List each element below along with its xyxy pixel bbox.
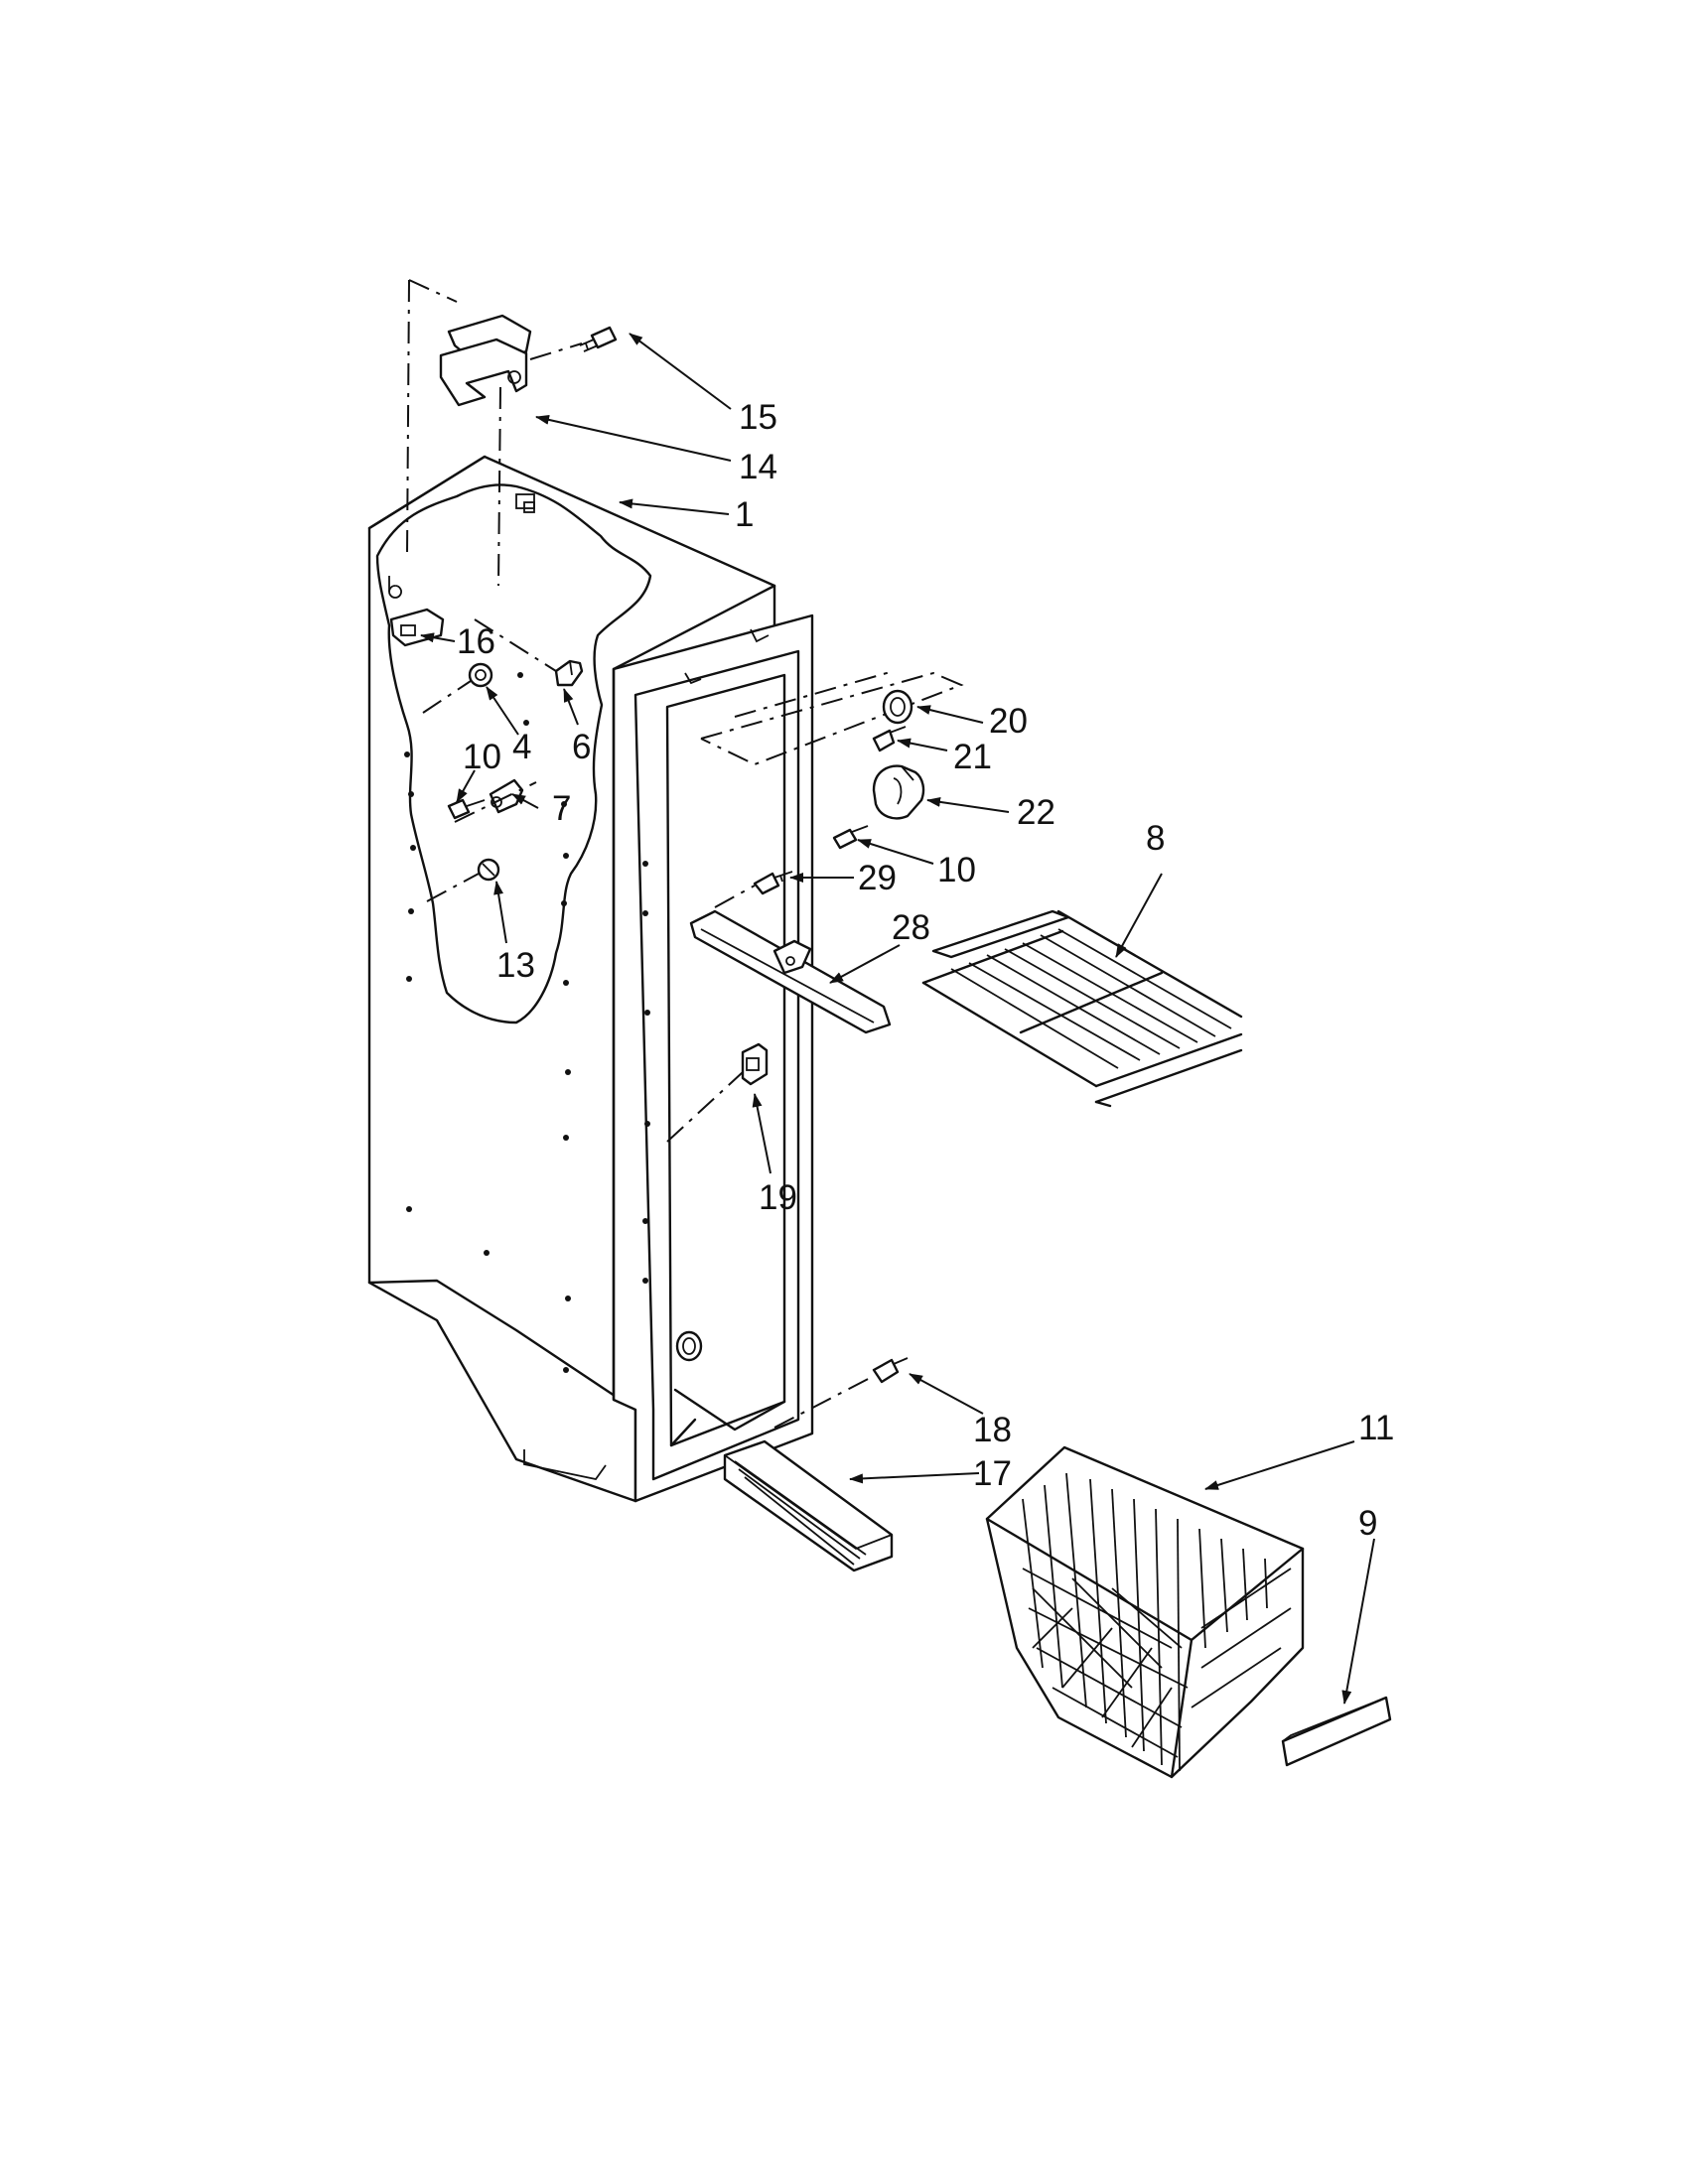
callout-20: 20 [989,702,1028,741]
part-10-right [832,825,869,850]
callout-18: 18 [973,1411,1012,1449]
callout-labels: 15 14 1 16 4 6 10 7 13 20 21 22 8 10 29 … [457,398,1394,1543]
callout-29: 29 [858,859,897,897]
screw-15 [579,326,618,352]
part-8-wire-shelf [921,909,1243,1108]
part-20 [882,689,913,725]
callout-11: 11 [1358,1409,1394,1447]
part-6 [474,618,584,687]
part-22 [872,764,925,820]
part-13 [426,858,500,902]
side-holes [404,672,650,1373]
callout-28: 28 [892,908,930,947]
part-11-wire-basket [985,1445,1305,1779]
top-hinge-bracket [439,314,532,407]
part-4 [422,662,493,714]
callout-14: 14 [739,448,777,486]
callout-16: 16 [457,622,495,661]
callout-9: 9 [1358,1504,1377,1543]
callout-8: 8 [1146,819,1165,858]
freezer-liner [367,455,814,1503]
callout-21: 21 [953,738,992,776]
part7-centerline [454,781,537,823]
callout-22: 22 [1017,793,1055,832]
centerline-hinge-right [408,279,458,303]
callout-15: 15 [739,398,777,437]
part-21 [872,726,907,752]
leaders [420,333,1375,1705]
bracket-centerline [497,386,501,587]
screw15-centerline [529,342,583,360]
callout-10-left: 10 [463,738,501,776]
callout-1: 1 [735,495,754,534]
part-17-grille [723,1439,894,1572]
callout-4: 4 [512,728,531,766]
callout-10-right: 10 [937,851,976,889]
callout-6: 6 [572,728,591,766]
callout-13: 13 [496,946,535,985]
part-9-strip [1281,1696,1392,1767]
mount-outline-20-22 [700,671,964,766]
mount-centerline-20 [734,670,895,718]
callout-19: 19 [759,1178,797,1217]
part-18 [773,1357,909,1429]
part-19 [666,1042,769,1143]
part-28-shelf-bracket [689,909,892,1034]
callout-7: 7 [552,789,571,828]
centerline-hinge [406,279,410,557]
callout-17: 17 [973,1454,1012,1493]
